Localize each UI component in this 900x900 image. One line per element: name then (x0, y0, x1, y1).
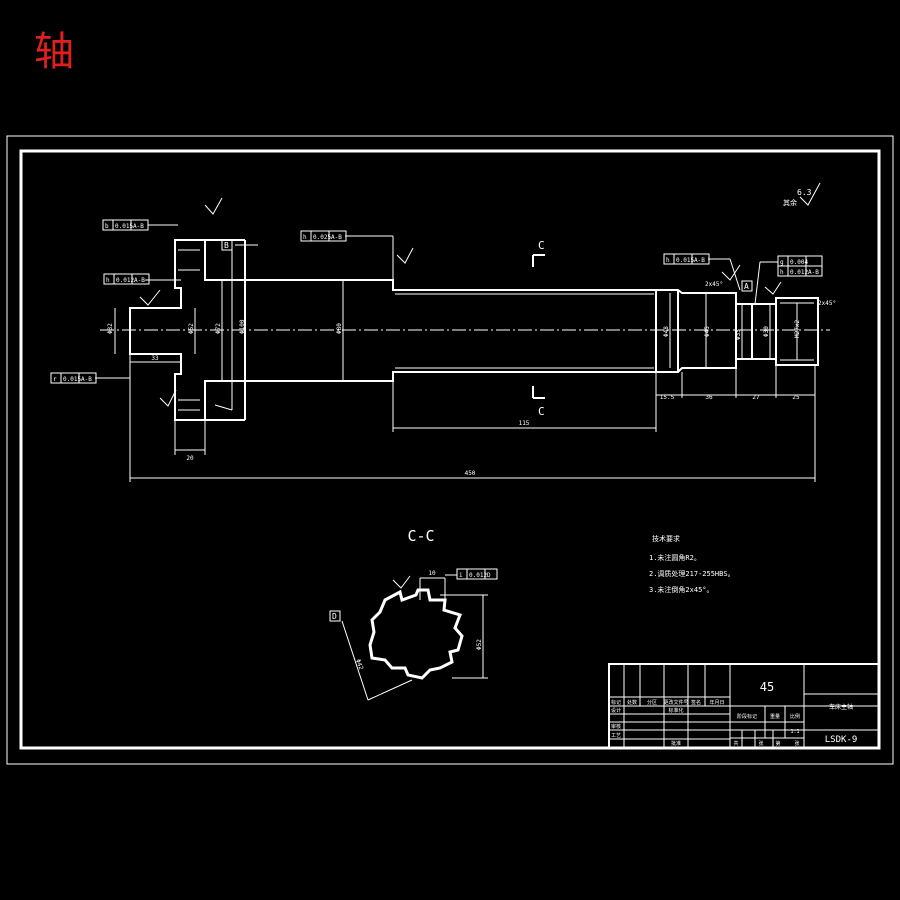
tolerance-symbol: i (459, 572, 463, 579)
datum-box-d (329, 610, 341, 622)
tolerance-symbol: h (780, 269, 784, 276)
datum-b: B (224, 241, 229, 250)
diameter-dim: Φ48 (663, 326, 670, 337)
title-cell: 签名 (691, 699, 701, 706)
title-cell: 张 (758, 740, 763, 747)
tolerance-value: 0.012 (790, 269, 808, 276)
datum-a: A (744, 282, 749, 291)
tolerance-value: 0.015 (63, 376, 81, 383)
title-cell: 更改文件号 (663, 699, 688, 706)
right-segment-dim: 15.5 (660, 394, 675, 401)
tolerance-datum: A-B (331, 234, 342, 241)
title-cell: 审核 (611, 723, 621, 730)
section-view-label: C-C (407, 527, 434, 545)
tolerance-symbol: h (303, 234, 307, 241)
roughness-symbols (139, 182, 821, 407)
spline-dimensions (341, 574, 488, 701)
tolerance-datum: A-B (81, 376, 92, 383)
title-cell: 标记 (611, 699, 621, 706)
title-cell: 1:1 (790, 729, 799, 735)
right-segment-dim: 36 (705, 394, 713, 401)
tolerance-datum: A-B (134, 277, 145, 284)
left-stub-dim: 33 (151, 355, 159, 362)
chamfer-dim-right: 2x45° (818, 300, 836, 307)
right-segment-dim: 25 (792, 394, 800, 401)
tolerance-frames (50, 219, 823, 580)
title-cell: 第 (775, 740, 780, 747)
diameter-dim: Φ35 (735, 329, 742, 340)
overall-length-dim: 450 (465, 470, 476, 477)
flange-width-dim: 20 (186, 455, 194, 462)
title-cell: 标准化 (668, 707, 683, 714)
roughness-note-value: 6.3 (797, 188, 812, 197)
tech-requirement-item: 3.未注倒角2x45°。 (649, 585, 714, 594)
tech-requirement-item: 1.未注圆角R2。 (649, 553, 701, 562)
spline-width-dim: 10 (428, 570, 436, 577)
diameter-dim: Φ80 (336, 323, 343, 334)
tolerance-datum: A-B (133, 223, 144, 230)
spline-inner-dim: Φ42 (354, 658, 364, 671)
title-cell: 重量 (770, 713, 780, 720)
tolerance-symbol: r (53, 376, 57, 383)
tolerance-symbol: g (780, 259, 784, 266)
diameter-dim: Φ52 (188, 323, 195, 334)
dimension-lines (95, 224, 816, 482)
title-cell: 张 (794, 740, 799, 747)
datum-d: D (332, 612, 337, 621)
shaft-segment-dim: 115 (519, 420, 530, 427)
section-mark-top: C (538, 239, 545, 252)
tolerance-value: 0.015 (676, 257, 694, 264)
diameter-dim: Φ72 (215, 323, 222, 334)
diameter-dim: Φ30 (763, 326, 770, 337)
tech-requirements-title: 技术要求 (652, 534, 680, 543)
title-cell: 设计 (611, 707, 621, 714)
title-cell: 分区 (647, 699, 657, 706)
title-cell: 阶段标记 (737, 713, 757, 720)
datum-box-a (741, 280, 753, 292)
tolerance-value: 0.012 (116, 277, 134, 284)
tolerance-symbol: h (106, 277, 110, 284)
tolerance-value: 0.012 (469, 572, 487, 579)
tolerance-datum: D (487, 572, 491, 579)
part-name-label: 车床主轴 (829, 703, 853, 711)
tolerance-value: 0.004 (790, 259, 808, 266)
outer-border (6, 135, 894, 765)
tolerance-datum: A-B (808, 269, 819, 276)
tolerance-symbol: b (105, 223, 109, 230)
roughness-note-prefix: 其余 (783, 198, 797, 207)
diameter-dim: Φ45 (704, 326, 711, 337)
title-cell: 工艺 (611, 733, 621, 739)
tolerance-datum: A-B (694, 257, 705, 264)
title-cell: 共 (733, 740, 738, 747)
title-block (608, 663, 880, 749)
diameter-dim: Φ32 (107, 323, 114, 334)
inner-border (19, 149, 881, 750)
page-title: 轴 (34, 29, 74, 75)
spline-outer-dim: Φ52 (476, 639, 483, 650)
tech-requirement-item: 2.调质处理217-255HBS。 (649, 569, 735, 578)
title-cell: 批准 (671, 740, 681, 747)
tolerance-value: 0.015 (115, 223, 133, 230)
thread-dim: M27x2 (794, 320, 801, 338)
spline-section (368, 588, 464, 680)
title-cell: 处数 (627, 699, 637, 706)
datum-box-b (221, 239, 233, 251)
drawing-number-label: LSDK-9 (825, 735, 858, 745)
tolerance-value: 0.025 (313, 234, 331, 241)
right-segment-dim: 27 (752, 394, 760, 401)
section-mark-bottom: C (538, 405, 545, 418)
chamfer-dim: 2x45° (705, 281, 723, 288)
diameter-dim: Φ100 (239, 319, 246, 334)
material-label: 45 (760, 680, 774, 694)
title-cell: 比例 (790, 713, 800, 720)
title-cell: 年月日 (709, 699, 724, 706)
tolerance-symbol: h (666, 257, 670, 264)
